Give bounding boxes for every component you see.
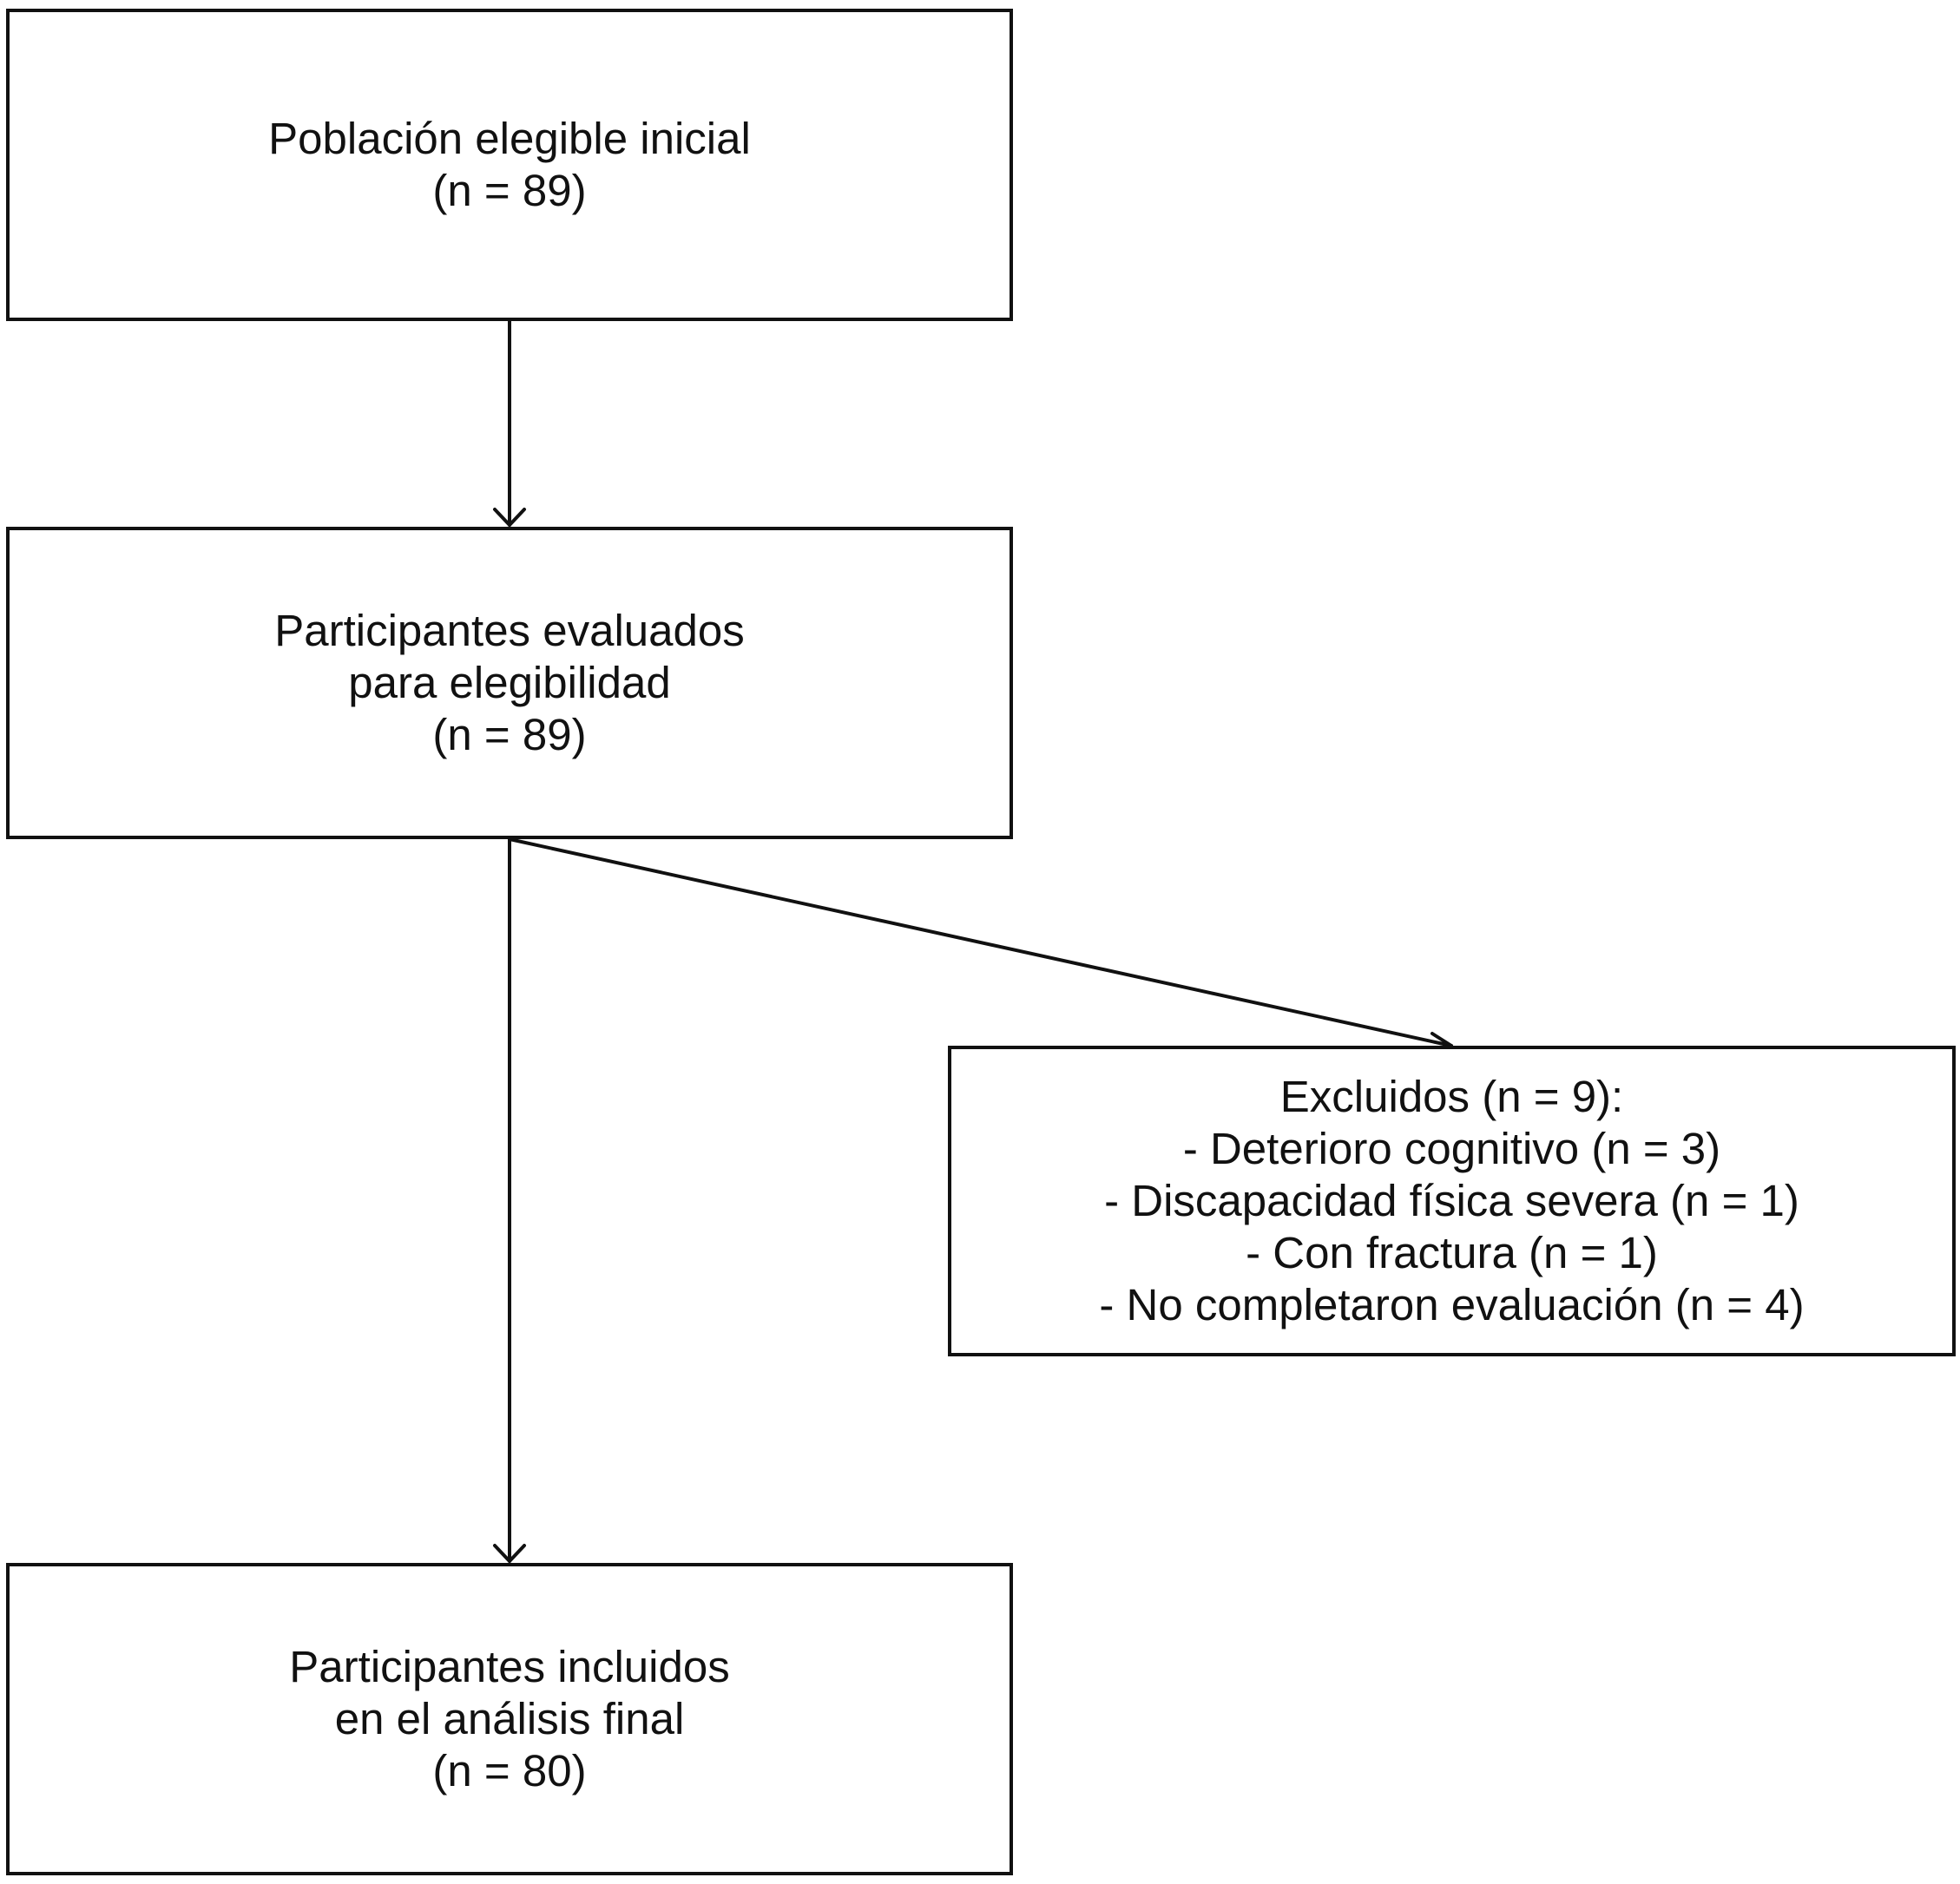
node-excluded-line-3: - Discapacidad física severa (n = 1) <box>1104 1176 1799 1225</box>
node-excluded: Excluidos (n = 9): - Deterioro cognitivo… <box>948 1046 1956 1356</box>
node-assessed-line-2: para elegibilidad <box>348 658 671 707</box>
node-initial-line-2: (n = 89) <box>432 166 587 215</box>
arrow-assessed-to-excluded <box>508 837 1453 1047</box>
arrowhead-initial-to-assessed <box>493 508 526 527</box>
node-included-line-3: (n = 80) <box>432 1746 587 1795</box>
node-excluded-line-2: - Deterioro cognitivo (n = 3) <box>1182 1124 1721 1173</box>
node-assessed-line-3: (n = 89) <box>432 710 587 759</box>
arrowhead-assessed-to-included <box>493 1544 526 1563</box>
node-assessed-for-eligibility: Participantes evaluados para elegibilida… <box>6 527 1013 839</box>
node-initial-line-1: Población elegible inicial <box>268 114 751 163</box>
node-excluded-line-1: Excluidos (n = 9): <box>1279 1072 1624 1121</box>
node-excluded-line-5: - No completaron evaluación (n = 4) <box>1099 1280 1805 1329</box>
node-included-line-1: Participantes incluidos <box>289 1642 730 1691</box>
node-initial-eligible-population: Población elegible inicial (n = 89) <box>6 9 1013 321</box>
node-excluded-line-4: - Con fractura (n = 1) <box>1246 1228 1658 1277</box>
node-assessed-line-1: Participantes evaluados <box>274 606 745 655</box>
node-included-line-2: en el análisis final <box>334 1694 685 1743</box>
node-included-final-analysis: Participantes incluidos en el análisis f… <box>6 1563 1013 1875</box>
